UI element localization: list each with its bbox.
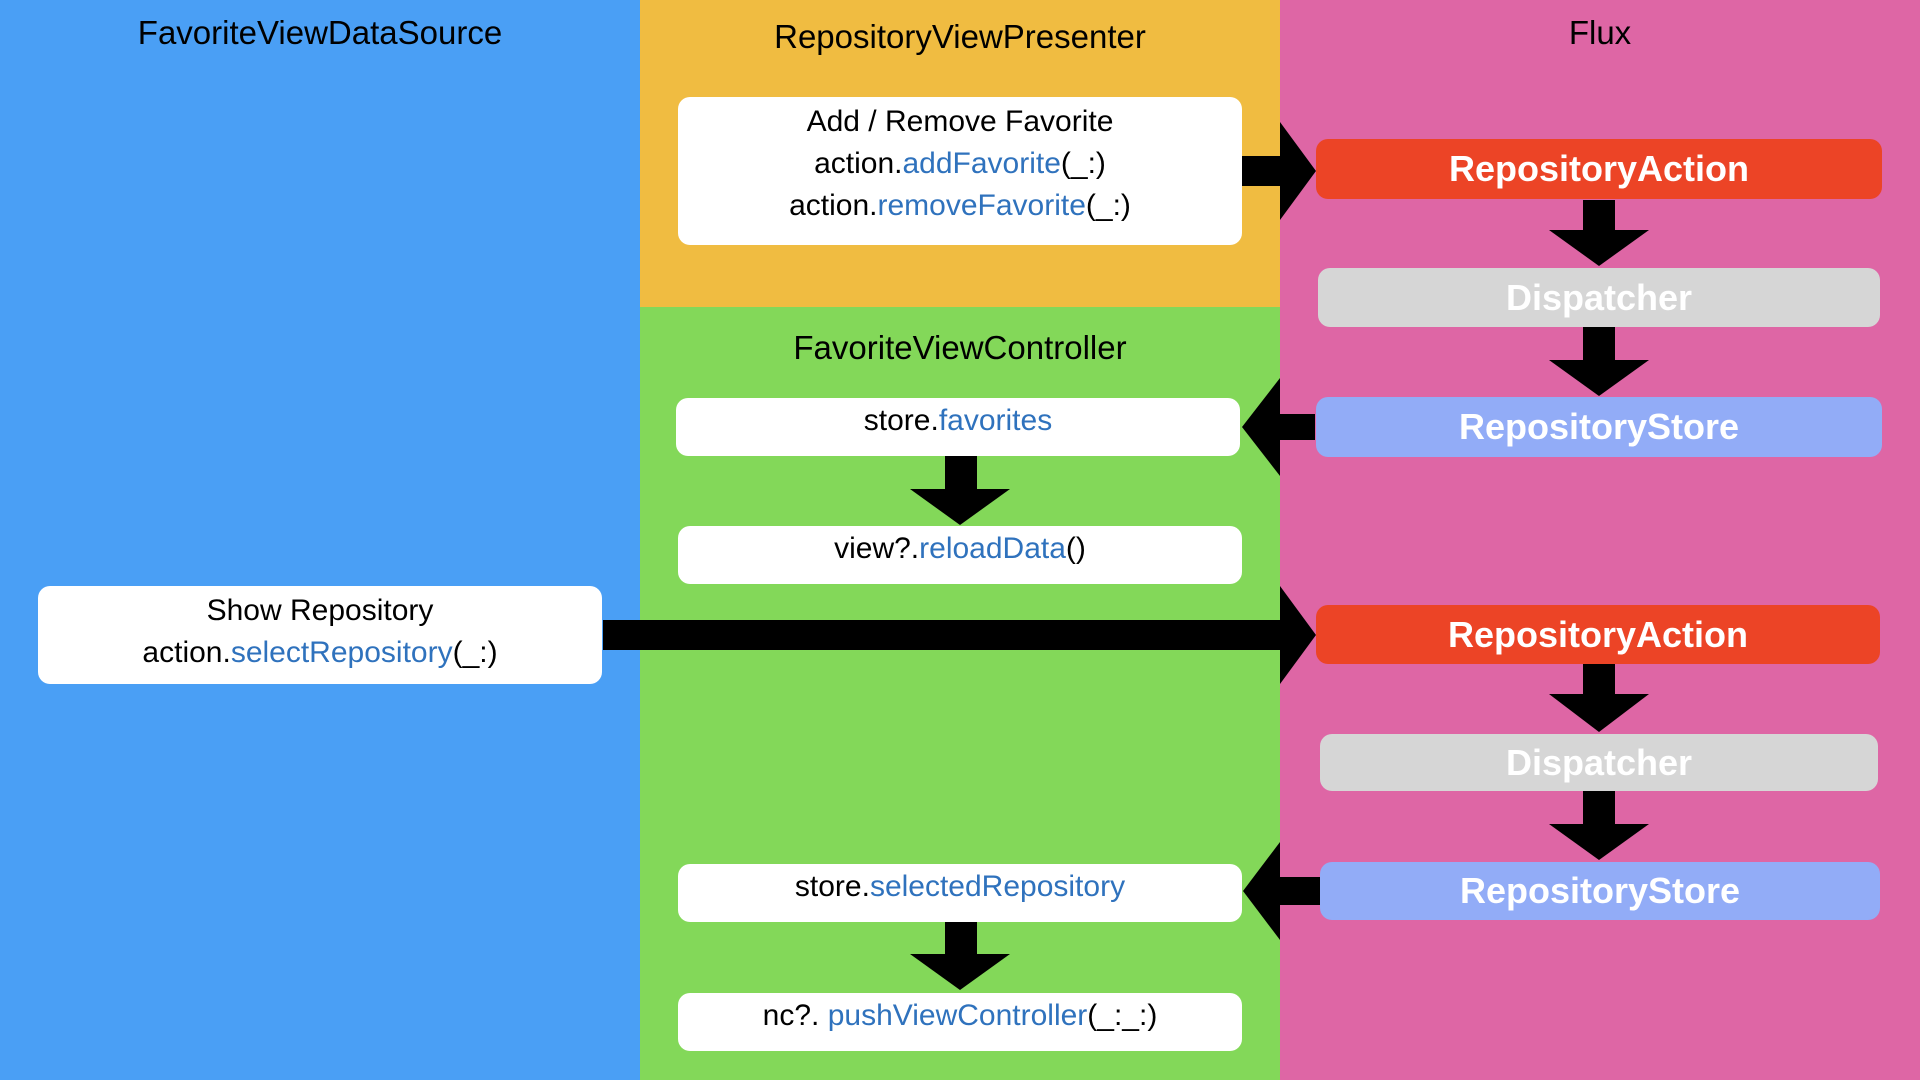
arrow-favorites-to-reload [910, 456, 1010, 525]
dispatcher-bottom: Dispatcher [1320, 734, 1878, 791]
select-repository-call: action.selectRepository(_:) [142, 636, 498, 669]
flux-title: Flux [1568, 14, 1632, 51]
arrow-action-to-dispatcher-bottom [1549, 664, 1649, 732]
reload-data-box: view?.reloadData() [678, 526, 1242, 584]
arrow-selected-to-push [910, 921, 1010, 990]
dispatcher-top: Dispatcher [1318, 268, 1880, 327]
arrow-store-to-selected [1243, 842, 1320, 940]
add-favorite-call: action.addFavorite(_:) [814, 147, 1106, 180]
arrow-datasource-to-action [603, 586, 1316, 684]
show-repository-box: Show Repository action.selectRepository(… [38, 586, 602, 684]
datasource-column: FavoriteViewDataSource [0, 0, 640, 1080]
store-selected-repository-box: store.selectedRepository [678, 864, 1242, 922]
arrow-dispatcher-to-store-top [1549, 327, 1649, 396]
repository-action-top: RepositoryAction [1316, 139, 1882, 199]
remove-favorite-call: action.removeFavorite(_:) [789, 189, 1131, 222]
arrow-store-to-favorites [1242, 378, 1315, 476]
favorites-property: favorites [938, 404, 1053, 437]
store-favorites-box: store.favorites [676, 398, 1240, 456]
controller-title: FavoriteViewController [793, 329, 1127, 366]
repository-store-top: RepositoryStore [1316, 397, 1882, 457]
datasource-title: FavoriteViewDataSource [137, 14, 503, 51]
reload-data-method: reloadData [919, 532, 1066, 565]
repository-action-bottom: RepositoryAction [1316, 605, 1880, 664]
arrow-dispatcher-to-store-bottom [1549, 791, 1649, 860]
selected-repository-property: selectedRepository [869, 870, 1126, 903]
push-view-controller-box: nc?. pushViewController(_:_:) [678, 993, 1242, 1051]
arrow-presenter-to-action [1240, 122, 1316, 220]
arrow-action-to-dispatcher-top [1549, 200, 1649, 266]
repository-store-bottom: RepositoryStore [1320, 862, 1880, 920]
add-remove-favorite-box: Add / Remove Favorite action.addFavorite… [678, 97, 1242, 245]
push-view-controller-method: pushViewController [827, 999, 1088, 1032]
add-remove-favorite-label: Add / Remove Favorite [806, 105, 1114, 138]
presenter-title: RepositoryViewPresenter [774, 18, 1146, 55]
show-repository-label: Show Repository [206, 594, 434, 627]
